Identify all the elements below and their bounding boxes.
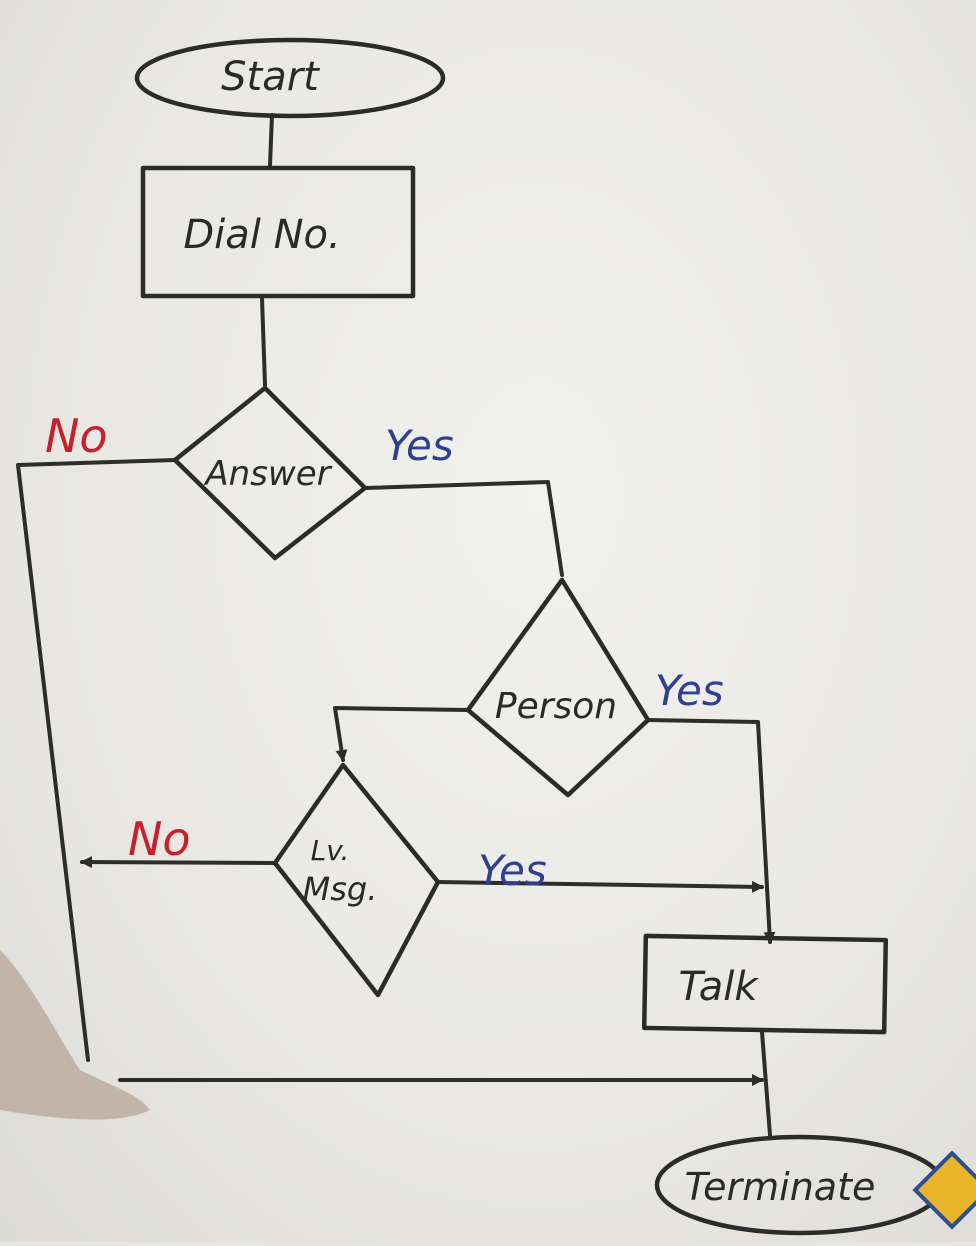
answer-yes-label: Yes <box>385 421 454 470</box>
presenter-hand <box>0 950 150 1120</box>
talk-label: Talk <box>678 964 759 1010</box>
lvmsg-yes-label: Yes <box>478 846 547 895</box>
lvmsg-no-label: No <box>128 812 191 866</box>
answer-label: Answer <box>203 454 332 494</box>
terminate-label: Terminate <box>685 1165 876 1209</box>
person-yes-label: Yes <box>655 666 724 715</box>
lvmsg-label-line1: Lv. <box>311 834 350 867</box>
answer-node <box>172 385 368 561</box>
lvmsg-node <box>272 762 441 998</box>
edge-lvmsg-no <box>80 856 277 869</box>
edge-dial-answer <box>260 296 267 387</box>
edge-answer-no <box>16 458 177 1062</box>
edge-start-dial <box>268 113 274 167</box>
person-label: Person <box>495 686 617 727</box>
start-label: Start <box>221 54 320 100</box>
edge-lvmsg-yes <box>436 880 764 893</box>
answer-no-label: No <box>45 409 108 463</box>
edge-answer-yes <box>363 480 564 577</box>
dial-label: Dial No. <box>183 212 340 258</box>
start-node <box>134 37 446 119</box>
edge-person-yes <box>646 718 776 944</box>
edge-talk-terminate <box>760 1030 772 1137</box>
edge-person-no <box>333 706 470 762</box>
talk-node <box>641 933 889 1035</box>
dial-node <box>140 165 416 299</box>
corner-logo <box>912 1150 976 1230</box>
lvmsg-label-line2: Msg. <box>303 870 378 908</box>
person-node <box>465 577 651 798</box>
